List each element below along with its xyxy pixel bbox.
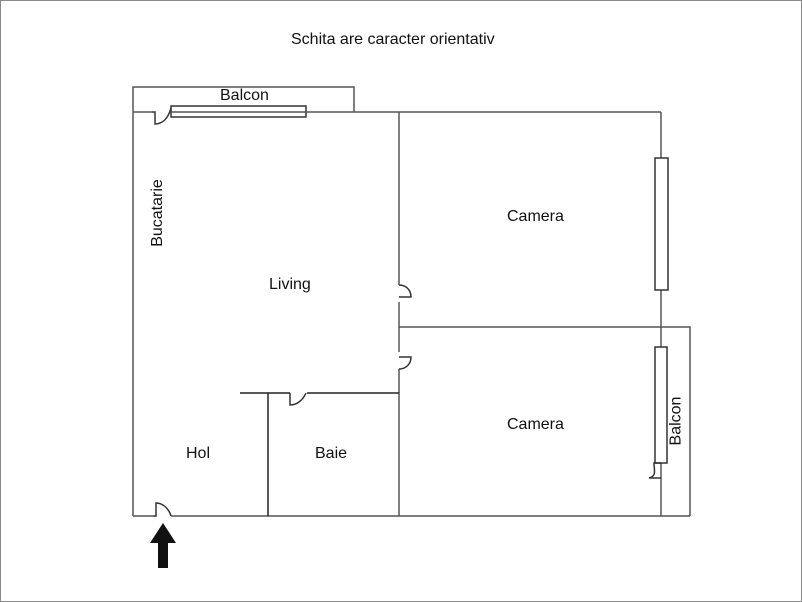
room-label-baie: Baie — [315, 445, 348, 462]
door-balcony-right-icon — [648, 462, 661, 479]
window-camera-2 — [654, 346, 668, 464]
door-balcony-top-icon — [152, 107, 172, 125]
window-camera-1 — [654, 157, 669, 291]
room-label-balcon-right: Balcon — [667, 396, 685, 446]
room-label-camera-2: Camera — [507, 416, 564, 433]
door-entrance-icon — [153, 502, 172, 517]
door-camera-2-icon — [398, 356, 412, 370]
balcony-top-outline — [132, 86, 355, 112]
door-camera-1-icon — [398, 284, 412, 298]
page-title: Schita are caracter orientativ — [291, 31, 495, 48]
entrance-arrow-icon — [150, 523, 176, 568]
balcony-right-outline — [399, 326, 691, 516]
room-label-bucatarie: Bucatarie — [148, 179, 166, 247]
door-baie-icon — [289, 392, 307, 406]
room-label-balcon-top: Balcon — [220, 87, 269, 104]
room-label-hol: Hol — [186, 445, 211, 462]
room-label-camera-1: Camera — [507, 208, 564, 225]
room-label-living: Living — [269, 276, 311, 293]
